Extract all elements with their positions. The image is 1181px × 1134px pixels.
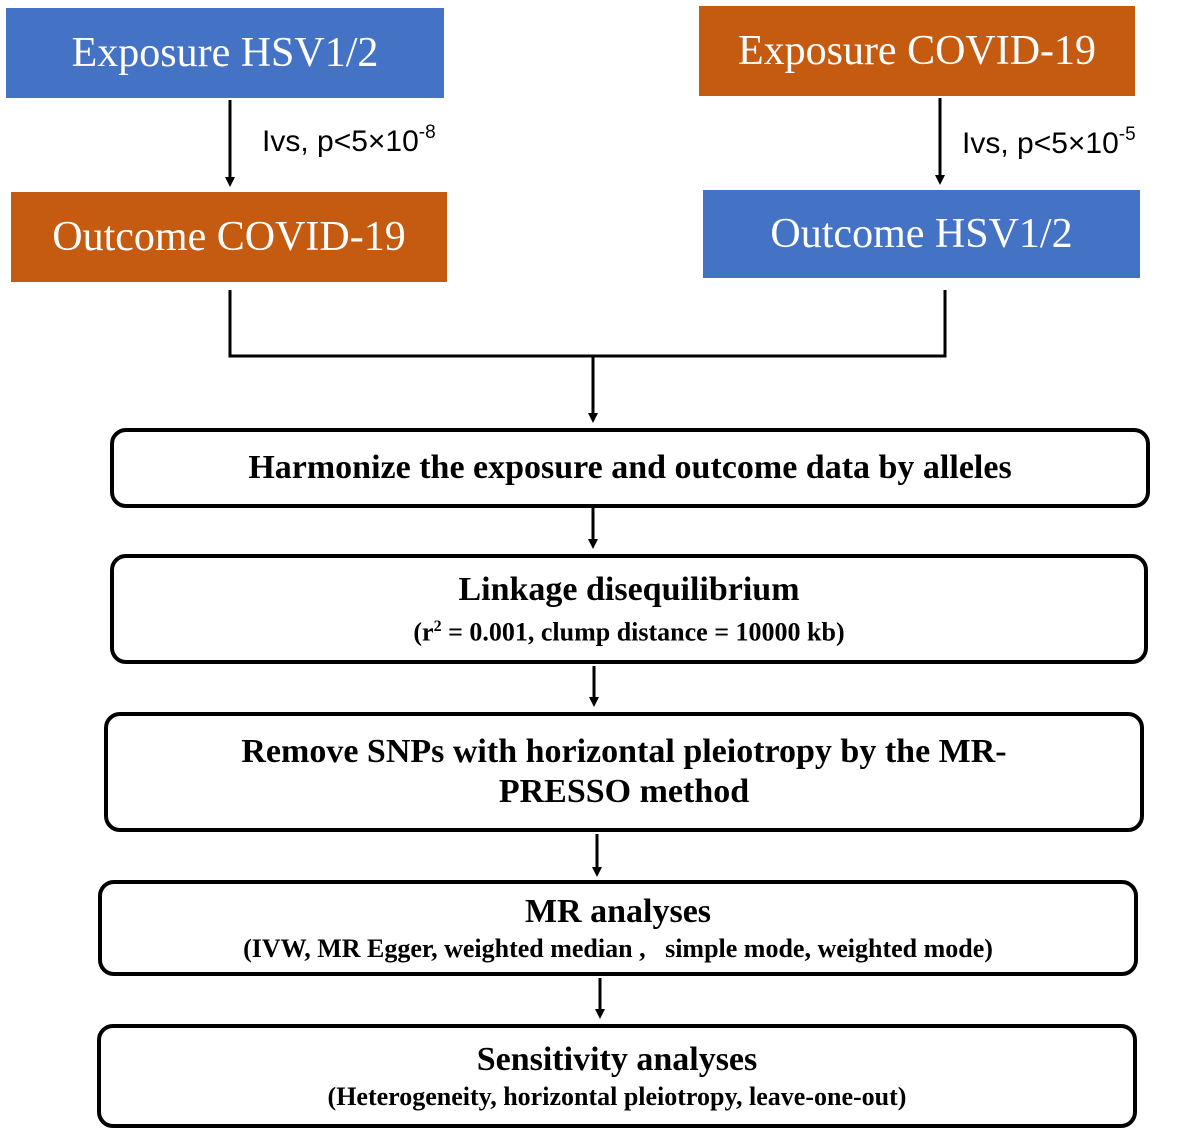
sensitivity-subtitle: (Heterogeneity, horizontal pleiotropy, l… <box>327 1082 907 1111</box>
sensitivity-title: Sensitivity analyses <box>476 1041 758 1078</box>
outcome-covid-label: Outcome COVID-19 <box>52 214 406 260</box>
linkage-subtitle: (r2 = 0.001, clump distance = 10000 kb) <box>413 617 845 647</box>
merge-connector <box>228 290 947 358</box>
linkage-title: Linkage disequilibrium <box>458 571 800 609</box>
mr-analyses-step: MR analyses (IVW, MR Egger, weighted med… <box>98 880 1138 976</box>
outcome-hsv-box: Outcome HSV1/2 <box>703 190 1140 278</box>
remove-title-line1: Remove SNPs with horizontal pleiotropy b… <box>241 733 1007 770</box>
threshold-left-label: Ivs, p<5×10-8 <box>262 122 436 158</box>
harmonize-title: Harmonize the exposure and outcome data … <box>248 449 1012 486</box>
harmonize-step: Harmonize the exposure and outcome data … <box>110 428 1150 508</box>
outcome-hsv-label: Outcome HSV1/2 <box>770 211 1073 257</box>
sensitivity-step: Sensitivity analyses (Heterogeneity, hor… <box>97 1024 1137 1128</box>
mr-title: MR analyses <box>524 893 712 930</box>
remove-pleiotropy-step: Remove SNPs with horizontal pleiotropy b… <box>104 712 1144 832</box>
outcome-covid-box: Outcome COVID-19 <box>11 192 447 282</box>
remove-title-line2: PRESSO method <box>498 773 750 810</box>
threshold-right-label: Ivs, p<5×10-5 <box>962 124 1136 160</box>
linkage-step: Linkage disequilibrium (r2 = 0.001, clum… <box>110 554 1148 664</box>
exposure-covid-box: Exposure COVID-19 <box>699 6 1135 96</box>
exposure-hsv-label: Exposure HSV1/2 <box>71 30 379 76</box>
exposure-covid-label: Exposure COVID-19 <box>737 28 1097 74</box>
mr-subtitle: (IVW, MR Egger, weighted median , simple… <box>243 934 993 963</box>
exposure-hsv-box: Exposure HSV1/2 <box>6 8 444 98</box>
